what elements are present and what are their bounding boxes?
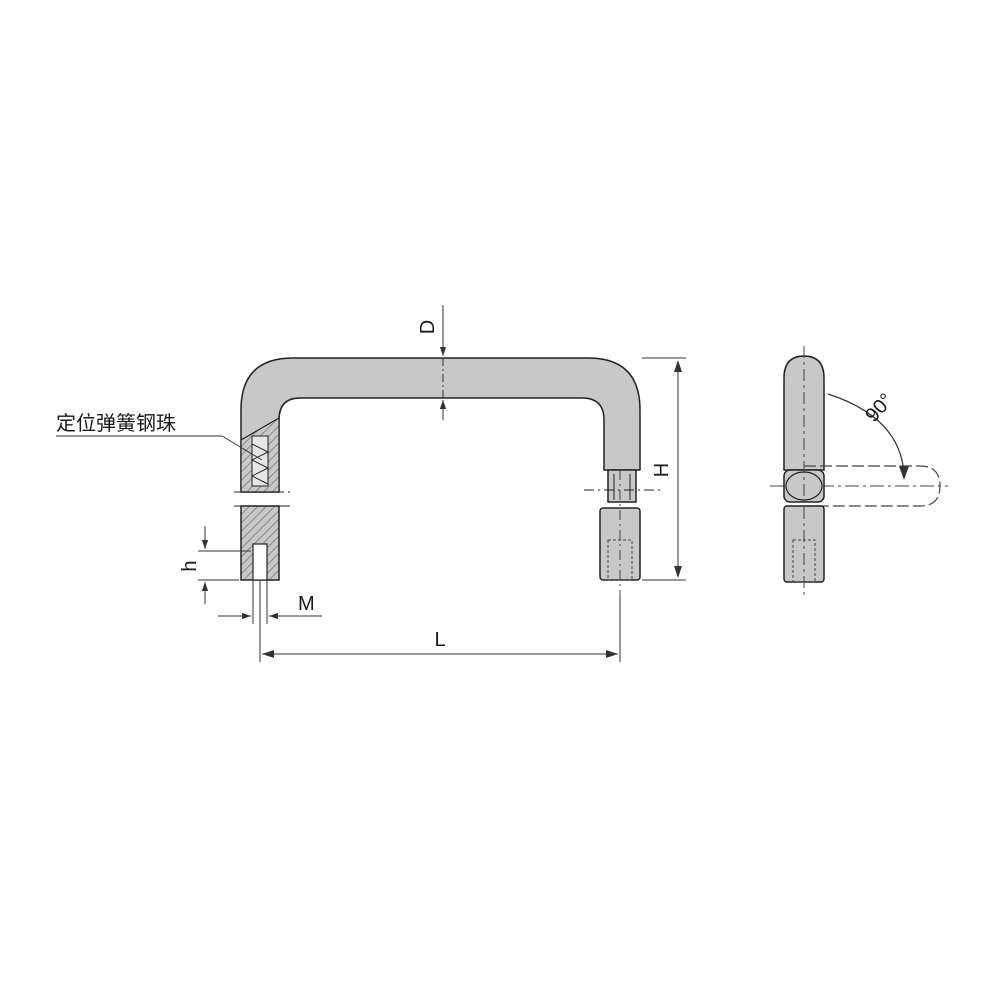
angle-label: 90° — [861, 389, 898, 426]
dim-label-h: H — [651, 463, 673, 477]
rotation-arc — [827, 393, 905, 477]
dim-label-m: M — [298, 593, 315, 615]
dim-label-d: D — [417, 320, 439, 334]
dim-label-thread-depth: h — [179, 560, 201, 571]
front-view — [234, 357, 660, 596]
dimensions: D H L M h — [179, 305, 686, 662]
annotation-label: 定位弹簧钢珠 — [56, 412, 176, 435]
annotation: 定位弹簧钢珠 — [56, 412, 263, 461]
side-view: 90° — [770, 346, 948, 596]
handle-body — [240, 357, 641, 493]
left-thread-hole — [252, 543, 268, 581]
right-pin-block — [607, 469, 637, 503]
spring-coil — [250, 443, 270, 485]
dim-label-l: L — [434, 629, 445, 651]
